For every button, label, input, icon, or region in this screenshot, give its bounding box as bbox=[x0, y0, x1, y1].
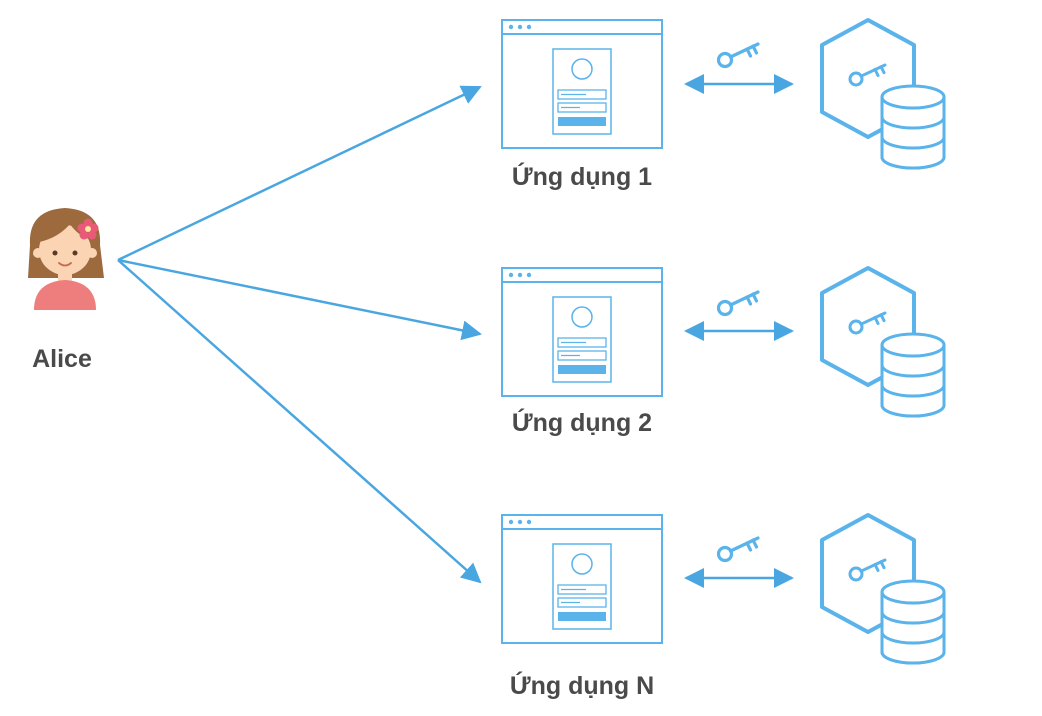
app-label: Ứng dụng N bbox=[510, 670, 654, 700]
app-window-login-icon bbox=[501, 267, 663, 397]
app-row-2: Ứng dụng 2 bbox=[501, 266, 946, 437]
app-label: Ứng dụng 2 bbox=[512, 407, 652, 437]
girl-avatar-icon bbox=[28, 208, 104, 310]
flower-icon bbox=[77, 218, 99, 240]
app-label: Ứng dụng 1 bbox=[512, 161, 652, 191]
app-row-n: Ứng dụng N bbox=[501, 513, 946, 700]
app-row-1: Ứng dụng 1 bbox=[501, 18, 946, 191]
app-window-login-icon bbox=[501, 514, 663, 644]
app-window-login-icon bbox=[501, 19, 663, 149]
key-icon bbox=[716, 42, 760, 69]
user-name: Alice bbox=[32, 345, 92, 373]
secured-database-icon bbox=[820, 513, 946, 665]
key-icon bbox=[716, 290, 760, 317]
arrow-to-app-2 bbox=[117, 258, 482, 341]
arrow-to-app-n bbox=[117, 259, 482, 584]
secured-database-icon bbox=[820, 18, 946, 170]
secured-database-icon bbox=[820, 266, 946, 418]
arrow-to-app-1 bbox=[117, 85, 482, 262]
key-icon bbox=[716, 536, 760, 563]
